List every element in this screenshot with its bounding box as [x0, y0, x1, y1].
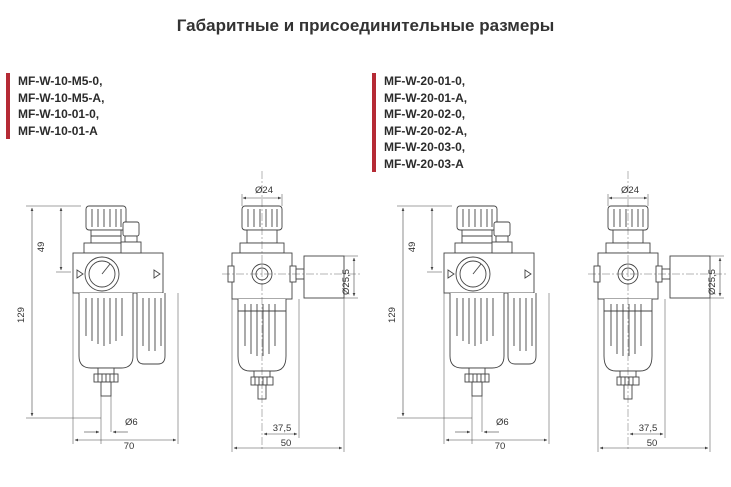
dim-offset: 37,5 — [273, 423, 292, 434]
dim-height-total: 129 — [387, 307, 398, 323]
model-name: MF-W-20-01-0, — [384, 74, 466, 88]
model-name: MF-W-20-03-A — [384, 156, 464, 171]
dim-side-width: 50 — [281, 438, 292, 449]
dim-right-dia: Ø25,5 — [341, 269, 352, 295]
page-title: Габаритные и присоединительные размеры — [176, 16, 555, 35]
model-name: MF-W-10-01-A — [18, 123, 98, 138]
front-view-drawing-2 — [397, 206, 549, 444]
dim-right-dia: Ø25,5 — [707, 269, 718, 295]
dim-bottom-dia: Ø6 — [496, 417, 509, 428]
dim-height-top: 49 — [36, 242, 47, 253]
dim-bottom-dia: Ø6 — [125, 417, 138, 428]
model-list-right: MF-W-20-01-0, MF-W-20-01-A, MF-W-20-02-0… — [372, 73, 467, 172]
side-view-drawing-1 — [222, 171, 362, 452]
dim-side-width: 50 — [647, 438, 658, 449]
model-name: MF-W-20-02-0, — [384, 107, 466, 121]
model-list-left: MF-W-10-M5-0, MF-W-10-M5-A, MF-W-10-01-0… — [6, 73, 104, 139]
dim-width: 70 — [124, 441, 135, 452]
side-view-drawing-2 — [588, 171, 728, 452]
dim-top-dia: Ø24 — [621, 185, 639, 196]
front-view-drawing-1 — [26, 206, 178, 444]
model-name: MF-W-10-01-0, — [18, 107, 100, 121]
dim-height-top: 49 — [407, 242, 418, 253]
dim-top-dia: Ø24 — [255, 185, 273, 196]
dim-height-total: 129 — [16, 307, 27, 323]
model-name: MF-W-20-02-A, — [384, 123, 468, 138]
model-name: MF-W-20-03-0, — [384, 140, 466, 154]
dim-offset: 37,5 — [639, 423, 658, 434]
model-name: MF-W-20-01-A, — [384, 90, 468, 105]
model-name: MF-W-10-M5-0, — [18, 74, 103, 88]
model-name: MF-W-10-M5-A, — [18, 90, 105, 105]
dim-width: 70 — [495, 441, 506, 452]
